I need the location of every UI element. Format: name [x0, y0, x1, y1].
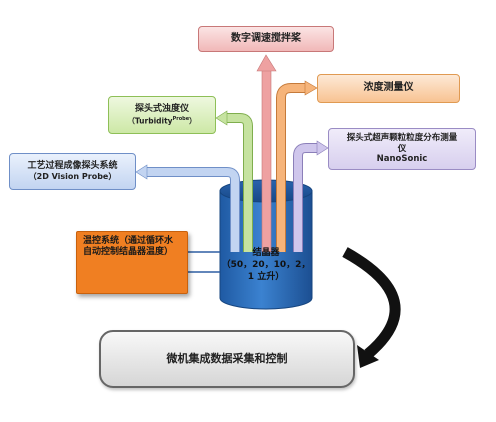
turbidity-sub-b: ） [189, 116, 197, 126]
stirrer-arrow [256, 54, 277, 253]
turbidity-sub: （TurbidityProbe） [127, 116, 196, 126]
nanosonic-arrow [293, 140, 329, 252]
concentration-label: 浓度测量仪 [363, 82, 414, 94]
concentration-box: 浓度测量仪 [317, 74, 460, 103]
stirrer-box: 数字调速搅拌桨 [198, 26, 334, 52]
crystallizer-label-group: 结晶器 （50，20，10，2，1 立升） [220, 247, 312, 283]
crystallizer-sub: （50，20，10，2，1 立升） [221, 260, 311, 283]
nanosonic-label-2: 仪 [397, 143, 407, 154]
curved-arrow [342, 247, 401, 368]
stirrer-label: 数字调速搅拌桨 [231, 32, 301, 44]
turbidity-label: 探头式浊度仪 [134, 104, 189, 115]
control-box: 微机集成数据采集和控制 [99, 330, 355, 388]
probe-sub: （2D Vision Probe） [28, 172, 117, 182]
probe-arrow [135, 164, 240, 252]
turbidity-box: 探头式浊度仪 （TurbidityProbe） [108, 96, 216, 134]
concentration-arrow [276, 80, 318, 252]
nanosonic-label-3: NanoSonic [376, 154, 428, 165]
temperature-label: 温控系统（通过循环水自动控制结晶器温度） [83, 236, 174, 258]
probe-box: 工艺过程成像探头系统 （2D Vision Probe） [9, 153, 136, 190]
probe-label: 工艺过程成像探头系统 [27, 160, 118, 171]
nanosonic-box: 探头式超声颗粒粒度分布测量 仪 NanoSonic [328, 128, 476, 170]
turbidity-sub-a: （Turbidity [127, 116, 173, 126]
crystallizer-title: 结晶器 [252, 248, 280, 258]
control-label: 微机集成数据采集和控制 [166, 352, 288, 366]
temperature-control-box: 温控系统（通过循环水自动控制结晶器温度） [76, 231, 188, 294]
nanosonic-label-1: 探头式超声颗粒粒度分布测量 [346, 133, 458, 144]
temp-connector-lines [188, 251, 220, 273]
turbidity-sup: Probe [172, 115, 190, 122]
turbidity-arrow [215, 110, 253, 252]
